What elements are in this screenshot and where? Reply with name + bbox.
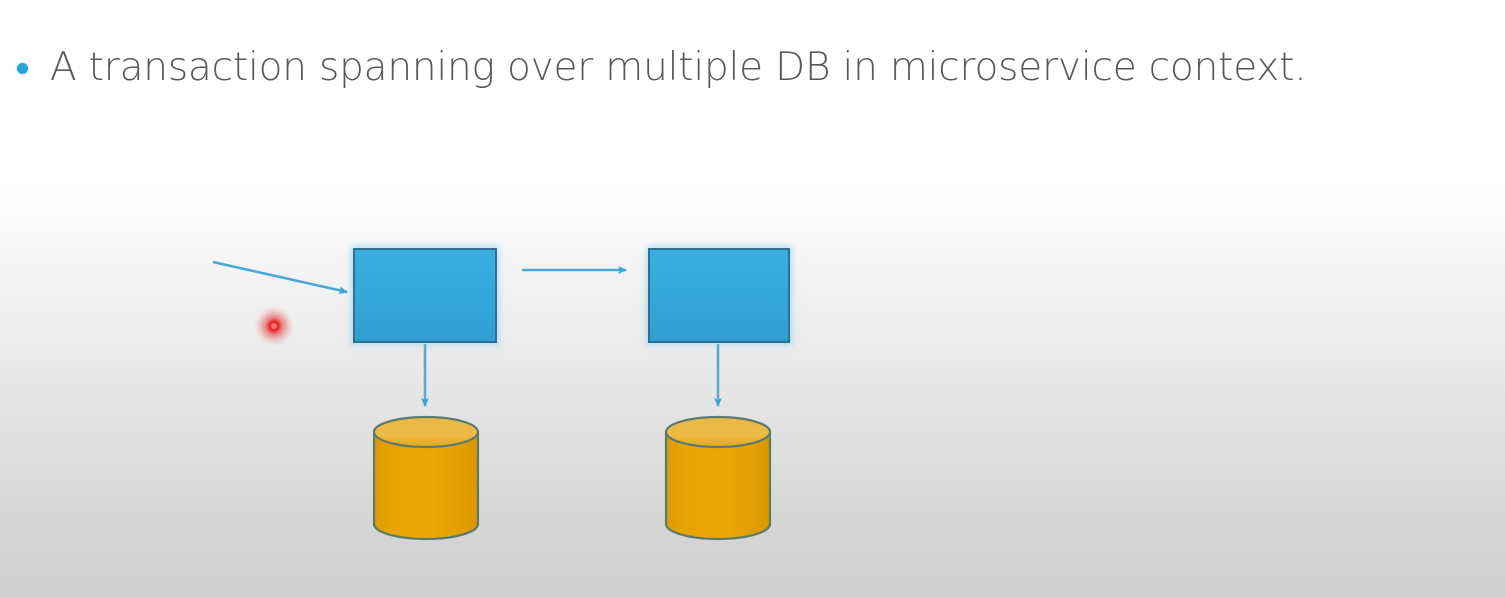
incoming-request-arrow (212, 260, 348, 295)
database-cylinder-a[interactable] (372, 415, 480, 541)
click-indicator-icon (254, 306, 294, 346)
database-cylinder-b[interactable] (664, 415, 772, 541)
service-box-b[interactable] (648, 248, 790, 343)
bullet-list-item: A transaction spanning over multiple DB … (0, 33, 1505, 103)
bullet-text: A transaction spanning over multiple DB … (50, 44, 1307, 90)
bullet-point-icon (17, 62, 28, 74)
service-box-a[interactable] (353, 248, 497, 343)
